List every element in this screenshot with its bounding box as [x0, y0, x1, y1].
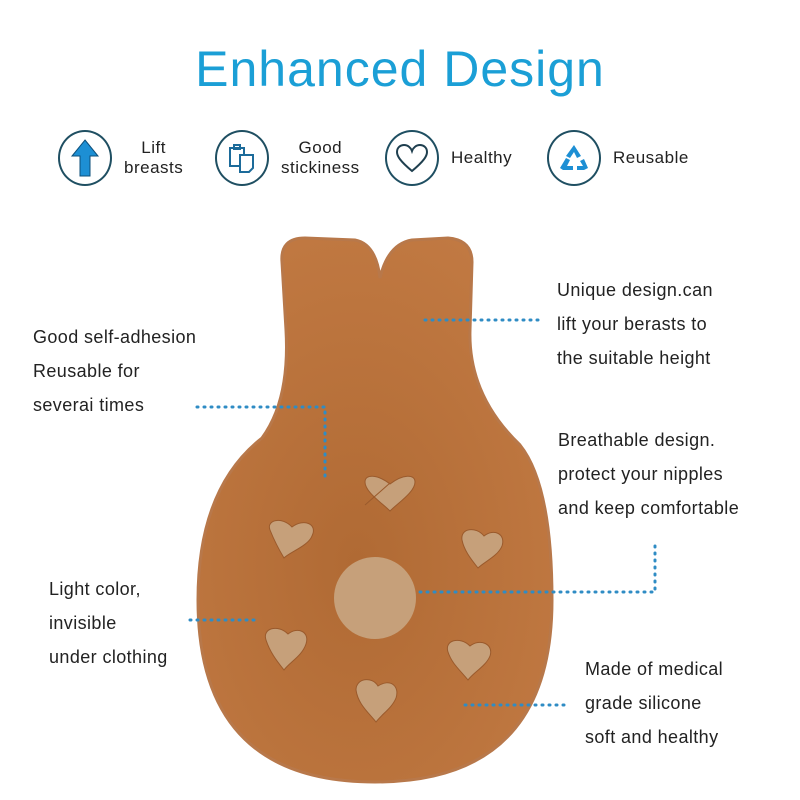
note-line: Made of medical [585, 659, 724, 679]
page-title: Enhanced Design [195, 41, 605, 97]
note-line: Light color, [49, 579, 141, 599]
note-line: invisible [49, 613, 117, 633]
note-line: and keep comfortable [558, 498, 740, 518]
note-line: under clothing [49, 647, 168, 667]
note-line: Unique design.can [557, 280, 713, 300]
callout-lines [188, 318, 657, 707]
note-line: grade silicone [585, 693, 702, 713]
note-line: severai times [33, 395, 145, 415]
arrow-up-icon [58, 130, 112, 186]
note-light-color: Light color, invisible under clothing [49, 572, 168, 674]
feature-label: breasts [124, 158, 184, 177]
feature-label: stickiness [281, 158, 360, 177]
note-line: Breathable design. [558, 430, 716, 450]
note-line: lift your berasts to [557, 314, 708, 334]
note-line: Good self-adhesion [33, 327, 197, 347]
note-line: soft and healthy [585, 727, 719, 747]
recycle-icon [547, 130, 601, 186]
feature-label: Reusable [613, 148, 689, 167]
note-self-adhesion: Good self-adhesion Reusable for severai … [33, 320, 196, 422]
note-line: protect your nipples [558, 464, 724, 484]
note-line: Reusable for [33, 361, 140, 381]
feature-label: Good [298, 138, 343, 157]
feature-reusable: Reusable [547, 130, 689, 186]
feature-label: Lift [141, 138, 166, 157]
clipboard-icon [215, 130, 269, 186]
heart-vents [264, 475, 504, 723]
note-unique-design: Unique design.can lift your berasts to t… [557, 273, 713, 375]
note-breathable: Breathable design. protect your nipples … [558, 423, 739, 525]
note-line: the suitable height [557, 348, 711, 368]
center-vent [334, 557, 416, 639]
feature-label: Healthy [451, 148, 513, 167]
heart-icon [385, 130, 439, 186]
note-medical-silicone: Made of medical grade silicone soft and … [585, 652, 723, 754]
feature-healthy: Healthy [385, 130, 512, 186]
